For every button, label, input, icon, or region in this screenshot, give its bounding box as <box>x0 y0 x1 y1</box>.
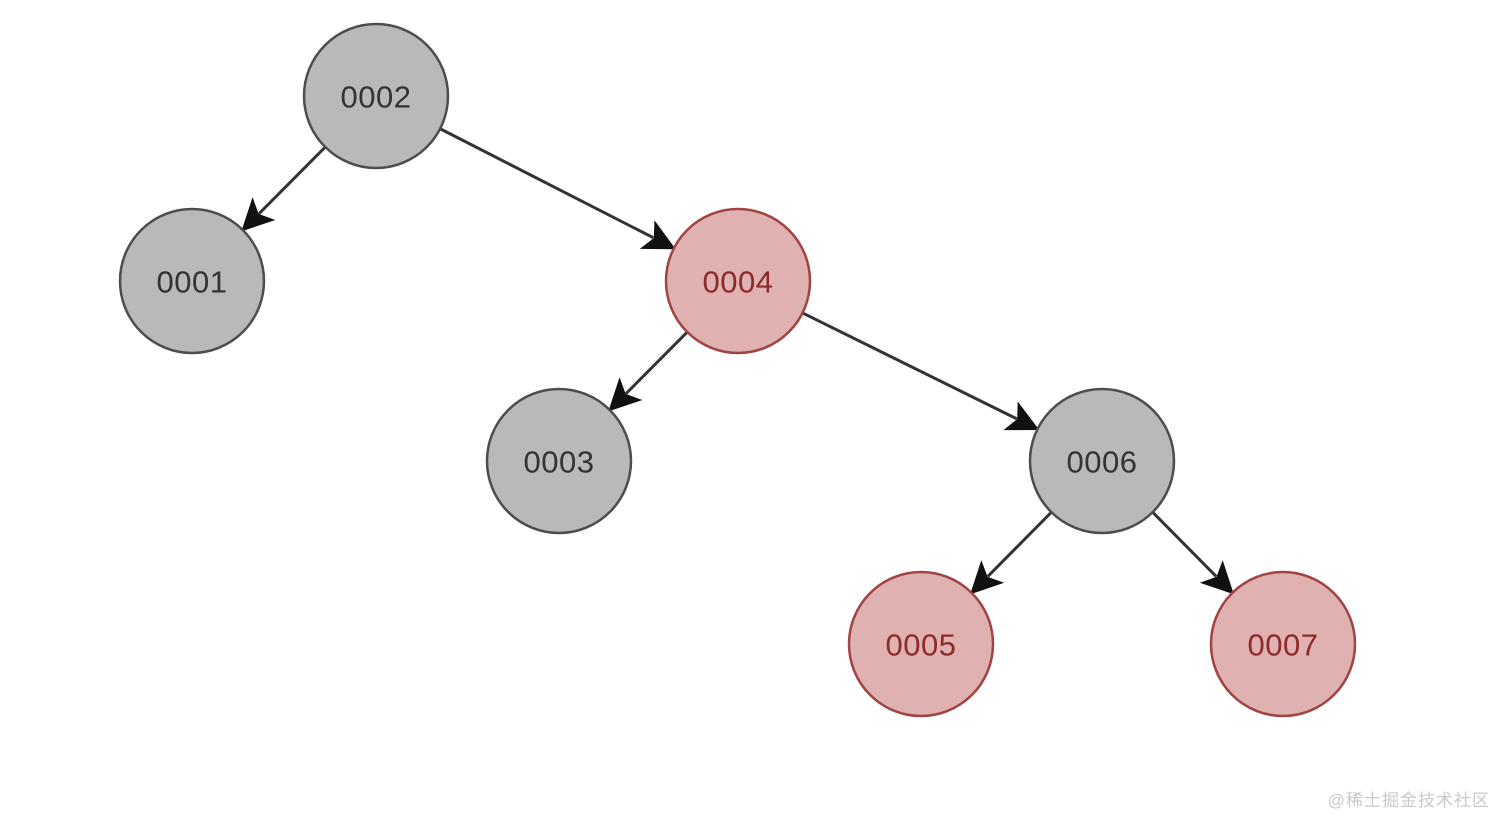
tree-node[interactable]: 0005 <box>847 570 995 718</box>
edge-line <box>624 330 689 395</box>
node-circle[interactable] <box>485 387 633 535</box>
edge-line <box>801 311 1018 421</box>
edge-line <box>986 511 1053 578</box>
node-label: 0004 <box>703 265 774 300</box>
watermark-label: @稀土掘金技术社区 <box>1327 791 1490 810</box>
tree-node[interactable]: 0003 <box>485 387 633 535</box>
edge-arrowhead-icon <box>639 220 676 250</box>
node-label: 0001 <box>157 265 228 300</box>
edge-arrowhead-icon <box>970 560 1005 595</box>
edge-line <box>1151 511 1218 578</box>
tree-node[interactable]: 0001 <box>118 207 266 355</box>
tree-edge <box>801 311 1040 431</box>
tree-edge <box>1151 511 1234 595</box>
edge-line <box>439 127 655 240</box>
node-label: 0006 <box>1067 445 1138 480</box>
edge-arrowhead-icon <box>1003 401 1040 431</box>
tree-edge <box>241 145 327 232</box>
node-circle[interactable] <box>1028 387 1176 535</box>
node-circle[interactable] <box>664 207 812 355</box>
tree-node[interactable]: 0006 <box>1028 387 1176 535</box>
node-circle[interactable] <box>118 207 266 355</box>
tree-edge <box>608 330 689 412</box>
node-circle[interactable] <box>1209 570 1357 718</box>
tree-node[interactable]: 0004 <box>664 207 812 355</box>
edge-line <box>257 145 327 215</box>
edge-arrowhead-icon <box>608 377 643 412</box>
edge-arrowhead-icon <box>241 197 276 232</box>
node-label: 0002 <box>341 80 412 115</box>
edges-layer <box>241 127 1234 595</box>
node-label: 0003 <box>524 445 595 480</box>
edge-arrowhead-icon <box>1199 560 1234 595</box>
node-circle[interactable] <box>302 22 450 170</box>
tree-edge <box>970 511 1053 595</box>
tree-node[interactable]: 0002 <box>302 22 450 170</box>
tree-edge <box>439 127 676 250</box>
node-label: 0005 <box>886 628 957 663</box>
node-label: 0007 <box>1248 628 1319 663</box>
node-circle[interactable] <box>847 570 995 718</box>
tree-node[interactable]: 0007 <box>1209 570 1357 718</box>
nodes-layer: 0002 0001 0004 0003 0006 0005 0007 <box>118 22 1357 718</box>
